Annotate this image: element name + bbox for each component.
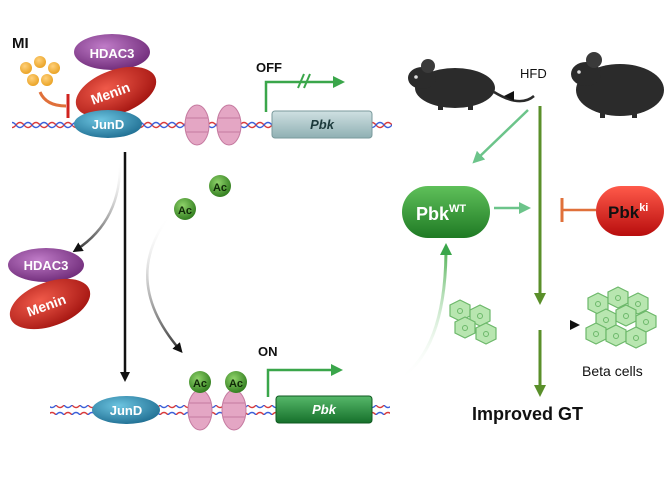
- acetyl-bound-1-label: Ac: [193, 378, 207, 390]
- pbk-ki-pill: [596, 186, 664, 236]
- mouse-icon-obese: [571, 52, 664, 118]
- promoter-arrow-off: [264, 76, 345, 112]
- acetyl-free-2-label: Ac: [213, 182, 227, 194]
- beta-cells-large-icon: [585, 286, 657, 349]
- acetyl-bound-2: [225, 371, 247, 393]
- acetyl-free-2: [209, 175, 231, 197]
- hdac3-top-label: HDAC3: [90, 46, 135, 61]
- nucleosomes-bottom: [187, 389, 247, 431]
- menin-top: [75, 66, 157, 118]
- pbk-ki-label: Pbkki: [608, 202, 648, 222]
- acetyl-free-1: [174, 198, 196, 220]
- beta-cells-label: Beta cells: [582, 363, 643, 379]
- menin-released: [9, 278, 91, 330]
- pbk-gene-on: [275, 395, 373, 424]
- nucleosomes-top: [184, 104, 242, 146]
- arrow-release-complex: [72, 159, 122, 253]
- mi-label: MI: [12, 35, 29, 52]
- acetyl-bound-2-label: Ac: [229, 378, 243, 390]
- arrow-expression-up: [397, 243, 452, 382]
- mi-inhibition-arrow: [38, 91, 67, 108]
- pbk-gene-off-label: Pbk: [310, 117, 335, 132]
- pbk-wt-label: PbkWT: [416, 203, 466, 224]
- hfd-label: HFD: [520, 66, 547, 81]
- hdac3-released: [8, 248, 84, 282]
- jund-bottom: [92, 396, 160, 424]
- jund-bottom-label: JunD: [110, 403, 143, 418]
- pbk-wt-pill: [402, 186, 490, 238]
- hdac3-top: [74, 34, 150, 70]
- hdac3-released-label: HDAC3: [24, 258, 69, 273]
- mi-compound-dots: [20, 56, 60, 86]
- acetyl-bound-1: [189, 371, 211, 393]
- jund-top-label: JunD: [92, 117, 125, 132]
- mouse-icon-lean: [408, 59, 535, 110]
- improved-gt-label: Improved GT: [472, 404, 583, 424]
- acetyl-free-1-label: Ac: [178, 205, 192, 217]
- beta-cells-small-icon: [449, 299, 497, 345]
- off-label: OFF: [256, 60, 282, 75]
- dna-strand-bottom: [50, 405, 390, 415]
- on-label: ON: [258, 344, 278, 359]
- arrow-acetylation: [146, 214, 183, 354]
- pbk-gene-off: [271, 110, 373, 139]
- pbk-gene-on-label: Pbk: [312, 402, 337, 417]
- arrow-hfd-to-pbkwt: [472, 109, 529, 164]
- jund-top: [74, 110, 142, 138]
- promoter-arrow-on: [266, 364, 343, 397]
